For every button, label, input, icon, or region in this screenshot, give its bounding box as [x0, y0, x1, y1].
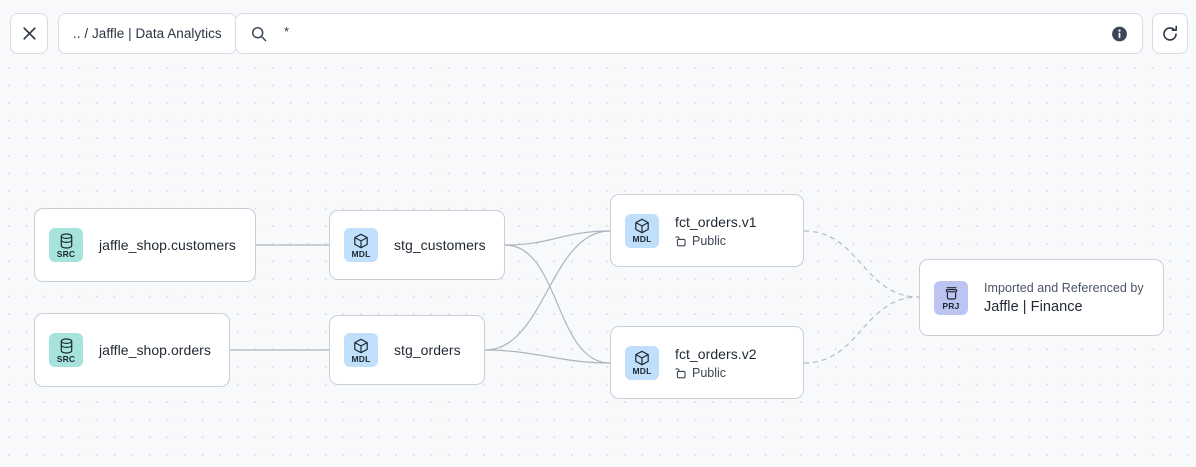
graph-node-src-customers[interactable]: SRC jaffle_shop.customers [34, 208, 256, 282]
project-icon [944, 285, 959, 301]
node-visibility: Public [675, 234, 757, 248]
node-type-badge-src: SRC [49, 228, 83, 262]
node-title: fct_orders.v1 [675, 213, 757, 230]
database-icon [59, 233, 74, 249]
node-type-badge-mdl: MDL [625, 345, 659, 380]
info-icon[interactable] [1111, 25, 1128, 42]
node-type-badge-prj: PRJ [934, 280, 968, 315]
database-icon [59, 338, 74, 354]
node-relationship-label: Imported and Referenced by [984, 280, 1144, 295]
node-title: jaffle_shop.customers [99, 237, 236, 253]
node-type-code: MDL [632, 366, 652, 377]
visibility-label: Public [692, 365, 727, 380]
visibility-label: Public [692, 233, 727, 248]
node-type-badge-src: SRC [49, 333, 83, 367]
node-body: jaffle_shop.orders [99, 342, 211, 358]
unlock-icon [675, 234, 687, 247]
breadcrumb[interactable]: .. / Jaffle | Data Analytics [58, 13, 237, 54]
graph-node-stg-customers[interactable]: MDL stg_customers [329, 210, 505, 280]
node-type-code: PRJ [942, 301, 960, 312]
cube-icon [353, 338, 369, 354]
node-type-code: MDL [351, 248, 371, 259]
node-type-code: MDL [632, 234, 652, 245]
close-button[interactable] [10, 13, 48, 54]
node-title: Jaffle | Finance [984, 298, 1083, 315]
cube-icon [353, 233, 369, 249]
node-type-badge-mdl: MDL [625, 213, 659, 248]
graph-node-fct-orders-v1[interactable]: MDL fct_orders.v1 Public [610, 194, 804, 267]
refresh-button[interactable] [1152, 13, 1188, 54]
node-type-code: SRC [56, 248, 76, 259]
node-visibility: Public [675, 366, 757, 380]
close-icon [22, 26, 37, 41]
search-value: * [284, 24, 290, 39]
refresh-icon [1161, 25, 1179, 43]
graph-node-stg-orders[interactable]: MDL stg_orders [329, 315, 485, 385]
search-input[interactable]: * [235, 13, 1143, 54]
node-body: stg_customers [394, 237, 486, 253]
node-body: jaffle_shop.customers [99, 237, 236, 253]
search-icon [250, 25, 268, 43]
graph-node-prj-jaffle-finance[interactable]: PRJ Imported and Referenced by Jaffle | … [919, 259, 1164, 336]
node-type-code: SRC [56, 353, 76, 364]
cube-icon [634, 218, 650, 234]
node-type-badge-mdl: MDL [344, 228, 378, 262]
unlock-icon [675, 366, 687, 379]
graph-node-src-orders[interactable]: SRC jaffle_shop.orders [34, 313, 230, 387]
node-body: stg_orders [394, 342, 461, 358]
node-title: jaffle_shop.orders [99, 342, 211, 358]
graph-node-fct-orders-v2[interactable]: MDL fct_orders.v2 Public [610, 326, 804, 399]
top-toolbar: .. / Jaffle | Data Analytics * [0, 0, 1196, 67]
node-title: fct_orders.v2 [675, 345, 757, 362]
node-body: fct_orders.v2 Public [675, 346, 757, 380]
node-title: stg_customers [394, 237, 486, 253]
breadcrumb-label: .. / Jaffle | Data Analytics [73, 26, 222, 41]
node-type-code: MDL [351, 353, 371, 364]
node-body: Imported and Referenced by Jaffle | Fina… [984, 281, 1144, 315]
cube-icon [634, 350, 650, 366]
node-type-badge-mdl: MDL [344, 333, 378, 367]
node-title: stg_orders [394, 342, 461, 358]
node-body: fct_orders.v1 Public [675, 214, 757, 248]
